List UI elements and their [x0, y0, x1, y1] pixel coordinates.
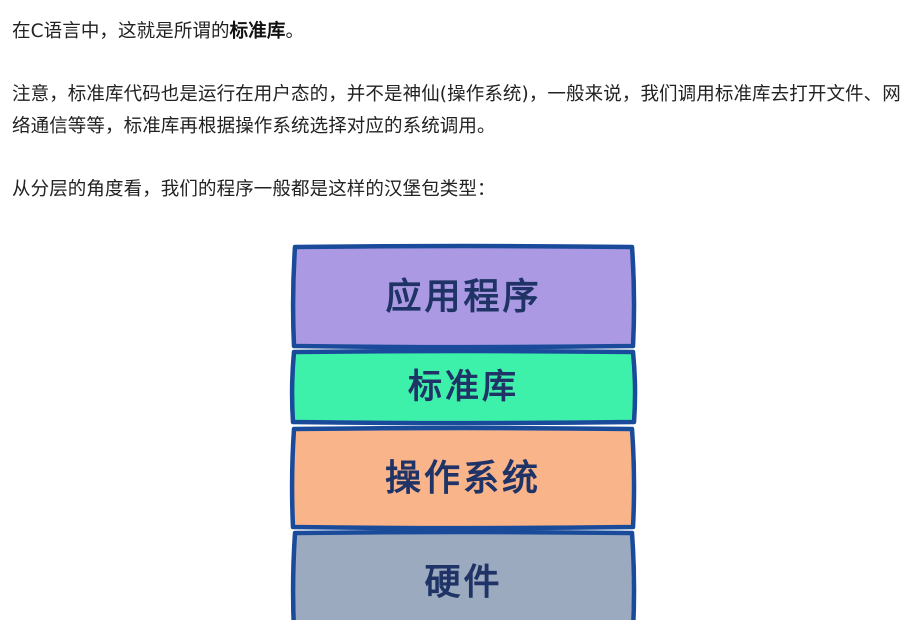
hardware-layer	[290, 529, 637, 620]
operating-system-layer	[289, 425, 637, 531]
hardware-label: 硬件	[424, 561, 502, 603]
standard-library-label: 标准库	[408, 367, 519, 407]
operating-system-label: 操作系统	[385, 457, 541, 499]
paragraph-intro-end: 。	[285, 21, 305, 42]
layer-stack-diagram: 应用程序标准库操作系统硬件	[288, 240, 640, 620]
application-label: 应用程序	[385, 276, 541, 318]
application-layer	[290, 243, 637, 350]
paragraph-note: 注意，标准库代码也是运行在用户态的，并不是神仙(操作系统)，一般来说，我们调用标…	[12, 84, 901, 137]
paragraph-intro: 在C语言中，这就是所谓的标准库。	[12, 16, 304, 48]
paragraph-intro-text: 在C语言中，这就是所谓的	[12, 21, 230, 42]
paragraph-layers: 从分层的角度看，我们的程序一般都是这样的汉堡包类型：	[12, 179, 496, 200]
standard-library-layer	[289, 348, 638, 426]
standard-library-bold: 标准库	[229, 21, 286, 42]
